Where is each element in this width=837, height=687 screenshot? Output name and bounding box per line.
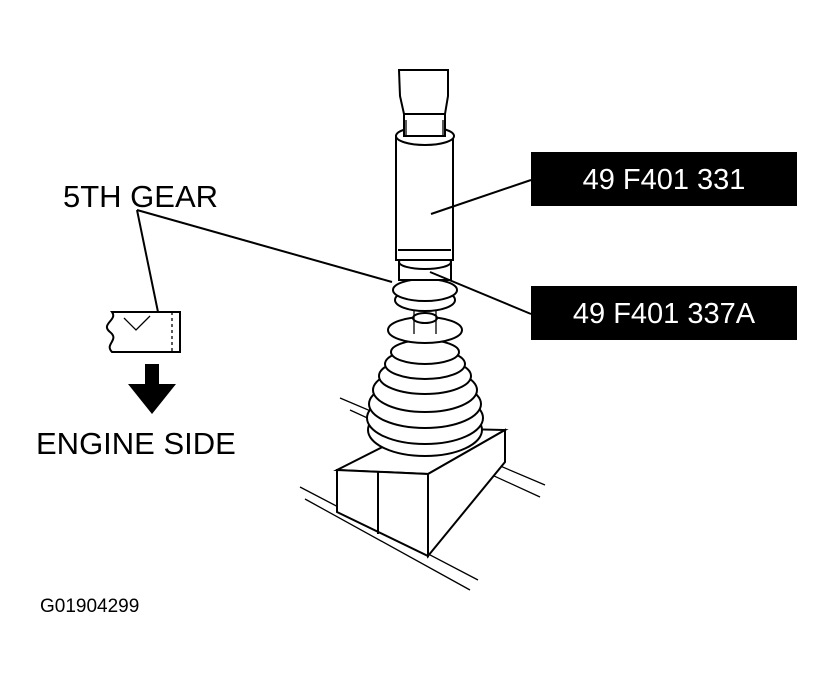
gear-label: 5TH GEAR <box>63 179 218 214</box>
callout-tool-lower-text: 49 F401 337A <box>573 298 756 330</box>
gear-assembly <box>366 254 484 457</box>
callout-tool-lower: 49 F401 337A <box>531 286 797 340</box>
engine-side-label: ENGINE SIDE <box>36 426 236 461</box>
figure-id: G01904299 <box>40 596 139 617</box>
down-arrow-icon <box>128 364 176 414</box>
callout-tool-upper-text: 49 F401 331 <box>583 164 746 196</box>
gear-orientation-icon <box>105 311 181 353</box>
leader-lines <box>136 179 532 315</box>
callout-tool-upper: 49 F401 331 <box>531 152 797 206</box>
press-tool <box>395 69 455 261</box>
